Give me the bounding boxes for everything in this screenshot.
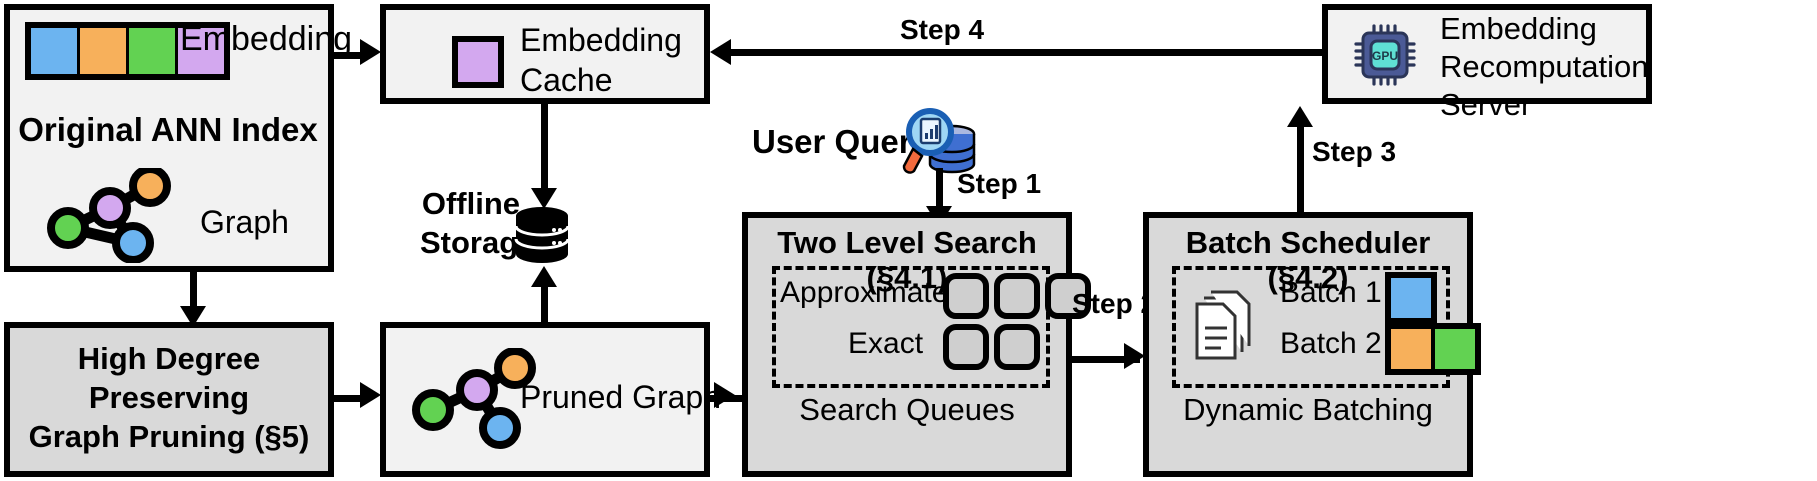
embedding-chip-0 [31, 28, 80, 74]
approximate-queue-slots [943, 273, 1091, 319]
offline-storage-label: Offline Storage [420, 186, 536, 260]
embedding-chip-3 [178, 28, 224, 74]
search-database-icon [902, 108, 976, 174]
documents-icon [1195, 290, 1251, 360]
arrow-cache-to-storage-line [541, 104, 548, 192]
batch-chip [1431, 329, 1475, 369]
step4-label: Step 4 [900, 14, 985, 45]
exact-queue-slots [943, 324, 1040, 370]
arrow-step4-head [710, 39, 731, 65]
batch-1-label: Batch 1 [1280, 276, 1382, 309]
arrow-step3-line [1297, 122, 1304, 212]
step1-label: Step 1 [957, 168, 1042, 199]
queue-slot [1045, 273, 1091, 319]
arrow-cache-to-storage-head [531, 188, 557, 209]
arrow-pruned-to-storage-line [541, 282, 548, 322]
graph-pruning-box [4, 322, 334, 477]
arrow-step1-line [936, 168, 943, 212]
search-queues-caption: Search Queues [799, 392, 1015, 427]
two-level-search-title: Two Level Search (§4.1) [777, 225, 1037, 295]
gpu-icon-text: GPU [1372, 49, 1398, 63]
pruned-graph-illustration [412, 348, 536, 449]
arrow-step2-head [1124, 343, 1145, 369]
embedding-label: Embedding [180, 20, 353, 58]
arrow-index-to-pruning-head [180, 306, 206, 327]
recomputation-server-title: Embedding Recomputation Server [1440, 11, 1649, 122]
arrow-index-to-pruning-line [190, 272, 197, 310]
step3-label: Step 3 [1312, 136, 1397, 167]
gpu-chip-icon: GPU [1354, 24, 1416, 86]
approximate-queue-label: Approximate [780, 276, 949, 309]
original-graph-illustration [47, 168, 171, 263]
search-queues-dashed-region [772, 266, 1050, 388]
database-icon [514, 207, 570, 263]
batch-1-chips [1385, 272, 1437, 324]
original-ann-index-title: Original ANN Index [18, 111, 318, 148]
embedding-cache-title: Embedding Cache [520, 22, 682, 98]
embedding-cache-box [380, 4, 710, 104]
batch-scheduler-title: Batch Scheduler (§4.2) [1185, 225, 1431, 295]
graph-pruning-title: High Degree Preserving Graph Pruning (§5… [28, 341, 310, 454]
dynamic-batching-caption: Dynamic Batching [1183, 392, 1433, 427]
embedding-chip-2 [129, 28, 178, 74]
arrow-pruned-to-storage-head [531, 266, 557, 287]
batch-2-label: Batch 2 [1280, 327, 1382, 360]
batch-2-chips [1385, 323, 1481, 375]
arrow-pruning-to-pruned-head [360, 382, 381, 408]
queue-slot [994, 324, 1040, 370]
arrow-step4-line [724, 49, 1322, 56]
batch-chip [1391, 329, 1431, 369]
arrow-step2-line [1072, 356, 1140, 363]
queue-slot [943, 324, 989, 370]
embedding-vector-chips [25, 22, 230, 80]
arrow-index-to-cache-head [360, 39, 381, 65]
batch-chip [1391, 278, 1431, 318]
pruned-graph-title: Pruned Graph [520, 379, 722, 415]
recomputation-server-box [1322, 4, 1652, 104]
arrow-step3-head [1287, 106, 1313, 127]
exact-queue-label: Exact [848, 327, 924, 360]
queue-slot [943, 273, 989, 319]
graph-label: Graph [200, 204, 289, 240]
arrow-pruning-to-pruned-line [334, 395, 366, 402]
arrow-index-to-cache-line [334, 52, 366, 59]
embedding-cache-chip [452, 36, 504, 88]
queue-slot [994, 273, 1040, 319]
embedding-chip-1 [80, 28, 129, 74]
arrow-pruned-to-search-head [714, 382, 735, 408]
